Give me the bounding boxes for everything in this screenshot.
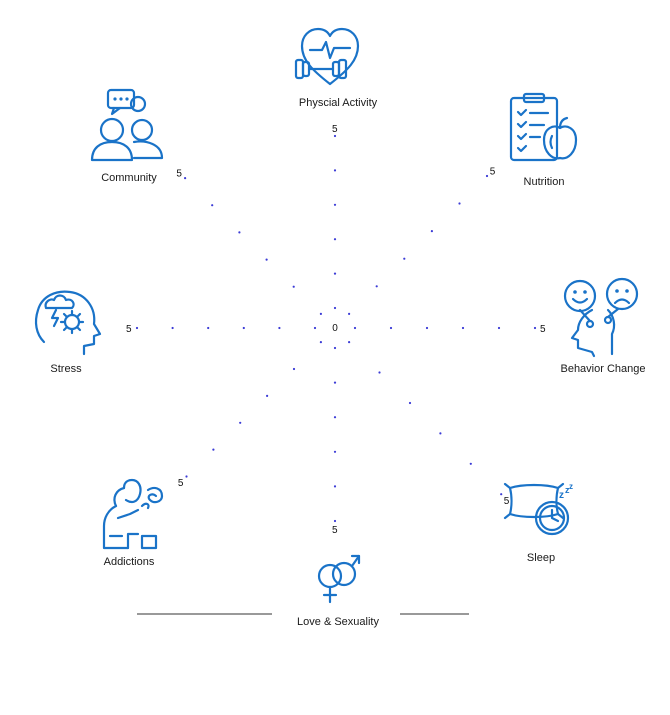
max-tick-label: 5 — [504, 496, 510, 507]
category-label: Physcial Activity — [299, 97, 378, 109]
svg-text:z: z — [559, 490, 564, 501]
happy-sad-faces-icon — [563, 277, 639, 358]
grid-dot — [353, 326, 357, 330]
max-tick-label: 5 — [540, 324, 546, 335]
grid-dot — [333, 346, 337, 350]
svg-text:z: z — [565, 485, 570, 495]
grid-dot — [333, 306, 337, 310]
grid-dot — [333, 272, 337, 275]
grid-dot — [333, 485, 337, 488]
pillow-clock-icon: z z z — [503, 482, 573, 536]
category-label: Community — [101, 172, 157, 184]
radar-grid — [135, 134, 537, 523]
grid-dot — [348, 312, 351, 315]
grid-dot — [171, 326, 174, 330]
clipboard-apple-icon — [509, 92, 578, 162]
grid-dot — [184, 177, 187, 180]
max-tick-label: 5 — [332, 124, 338, 135]
grid-dot — [211, 204, 214, 207]
svg-text:z: z — [569, 482, 573, 491]
grid-dot — [242, 326, 245, 330]
grid-dot — [135, 326, 139, 330]
gender-symbols-icon — [317, 554, 361, 604]
grid-dot — [389, 326, 393, 330]
category-label: Sleep — [527, 552, 555, 564]
grid-dot — [278, 326, 281, 330]
grid-dot — [333, 238, 337, 241]
grid-dot — [266, 394, 269, 397]
grid-dot — [239, 421, 242, 424]
grid-dot — [485, 174, 489, 178]
grid-dot — [458, 202, 461, 205]
max-tick-label: 5 — [176, 168, 182, 179]
grid-dot — [378, 371, 381, 374]
person-smoking-icon — [102, 478, 164, 550]
category-label: Nutrition — [524, 176, 565, 188]
people-chat-icon — [90, 88, 164, 162]
category-label: Behavior Change — [560, 363, 645, 375]
category-label: Stress — [50, 363, 82, 375]
category-label: Love & Sexuality — [297, 616, 379, 628]
grid-dot — [333, 169, 337, 172]
grid-dot — [292, 367, 296, 371]
grid-dot — [313, 326, 317, 330]
grid-dot — [497, 326, 501, 330]
grid-dot — [333, 450, 337, 453]
max-tick-label: 5 — [126, 324, 132, 335]
max-tick-label: 5 — [178, 478, 184, 489]
grid-dot — [333, 416, 337, 419]
center-tick-label: 0 — [332, 323, 338, 334]
grid-dot — [333, 134, 337, 138]
grid-dot — [319, 341, 322, 344]
head-storm-gear-icon — [34, 290, 102, 356]
grid-dot — [403, 257, 406, 260]
grid-dot — [461, 326, 465, 330]
max-tick-label: 5 — [490, 166, 496, 177]
grid-dot — [333, 519, 337, 523]
grid-dot — [292, 285, 295, 288]
grid-dot — [212, 448, 215, 451]
grid-dot — [425, 326, 429, 330]
grid-dot — [500, 493, 503, 496]
grid-dot — [319, 312, 322, 315]
grid-dot — [439, 432, 442, 435]
grid-dot — [375, 285, 378, 288]
grid-dot — [238, 231, 241, 234]
grid-dot — [533, 326, 537, 330]
category-label: Addictions — [104, 556, 155, 568]
grid-dot — [265, 258, 268, 261]
grid-dot — [333, 203, 337, 206]
grid-dot — [469, 462, 472, 465]
grid-dot — [333, 381, 337, 384]
heart-dumbbell-icon — [294, 27, 360, 86]
grid-dot — [348, 341, 351, 344]
grid-dot — [408, 401, 412, 405]
radar-tick-labels: 5 5 5 5 5 5 5 5 — [126, 124, 546, 536]
max-tick-label: 5 — [332, 525, 338, 536]
grid-dot — [185, 475, 188, 478]
grid-dot — [207, 326, 210, 330]
grid-dot — [430, 230, 433, 233]
